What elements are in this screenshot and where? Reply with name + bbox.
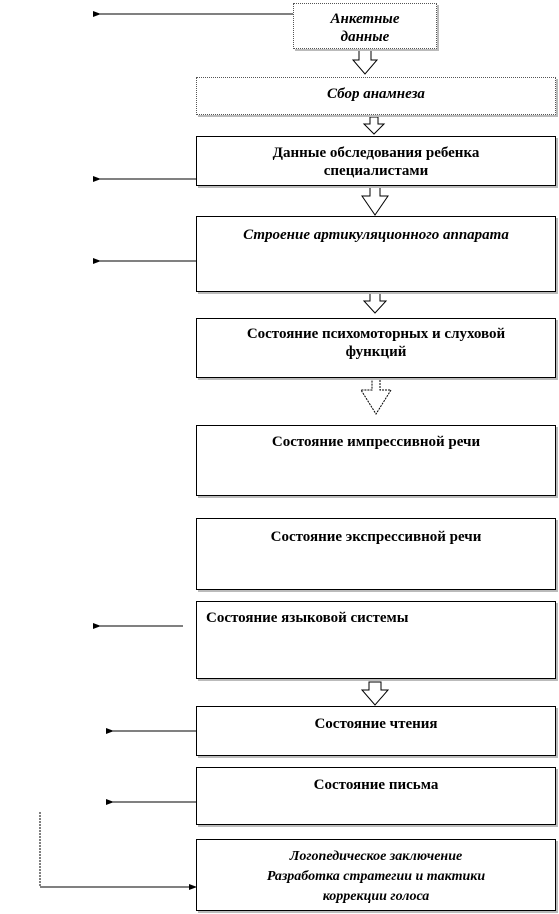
box-stroenie-artikulyatsionnogo: Строение артикуляционного аппарата (196, 216, 556, 292)
box-line: Данные обследования ребенка (272, 145, 480, 161)
down-arrow-1 (351, 49, 379, 75)
box-line: Строение артикуляционного аппарата (243, 227, 509, 243)
box-line: Логопедическое заключение (289, 849, 463, 864)
box-anketnye-dannye: Анкетные данные (293, 3, 437, 49)
box-psikhomotornye-funktsii: Состояние психомоторных и слуховой функц… (196, 318, 556, 378)
box-impressivnaya-rech: Состояние импрессивной речи (196, 425, 556, 496)
down-arrow-4 (362, 291, 388, 314)
box-line: Состояние экспрессивной речи (270, 529, 482, 545)
down-arrow-3 (361, 186, 389, 216)
box-sbor-anamneza: Сбор анамнеза (196, 77, 556, 115)
down-arrow-2 (362, 116, 386, 135)
box-yazykovaya-sistema: Состояние языковой системы (196, 601, 556, 679)
box-logopedicheskoe-zaklyuchenie: Логопедическое заключение Разработка стр… (196, 839, 556, 911)
box-line: Состояние чтения (314, 716, 438, 732)
box-dannye-obsledovaniya: Данные обследования ребенка специалистам… (196, 136, 556, 186)
box-line: Состояние импрессивной речи (271, 434, 481, 450)
box-line: Состояние психомоторных и слуховой (246, 326, 506, 342)
box-line: Состояние письма (313, 777, 439, 793)
down-arrow-5 (360, 378, 392, 415)
box-ekspressivnaya-rech: Состояние экспрессивной речи (196, 518, 556, 590)
box-line: коррекции голоса (322, 889, 430, 904)
box-line: данные (340, 29, 390, 45)
box-line: Сбор анамнеза (327, 86, 425, 102)
box-sostoyanie-pisma: Состояние письма (196, 767, 556, 825)
box-sostoyanie-chteniya: Состояние чтения (196, 706, 556, 756)
box-line: Разработка стратегии и тактики (266, 869, 486, 884)
box-line: Состояние языковой системы (206, 610, 409, 626)
box-line: функций (345, 344, 407, 360)
box-line: Анкетные (330, 11, 400, 27)
down-arrow-6 (360, 681, 390, 706)
box-line: специалистами (323, 163, 429, 179)
